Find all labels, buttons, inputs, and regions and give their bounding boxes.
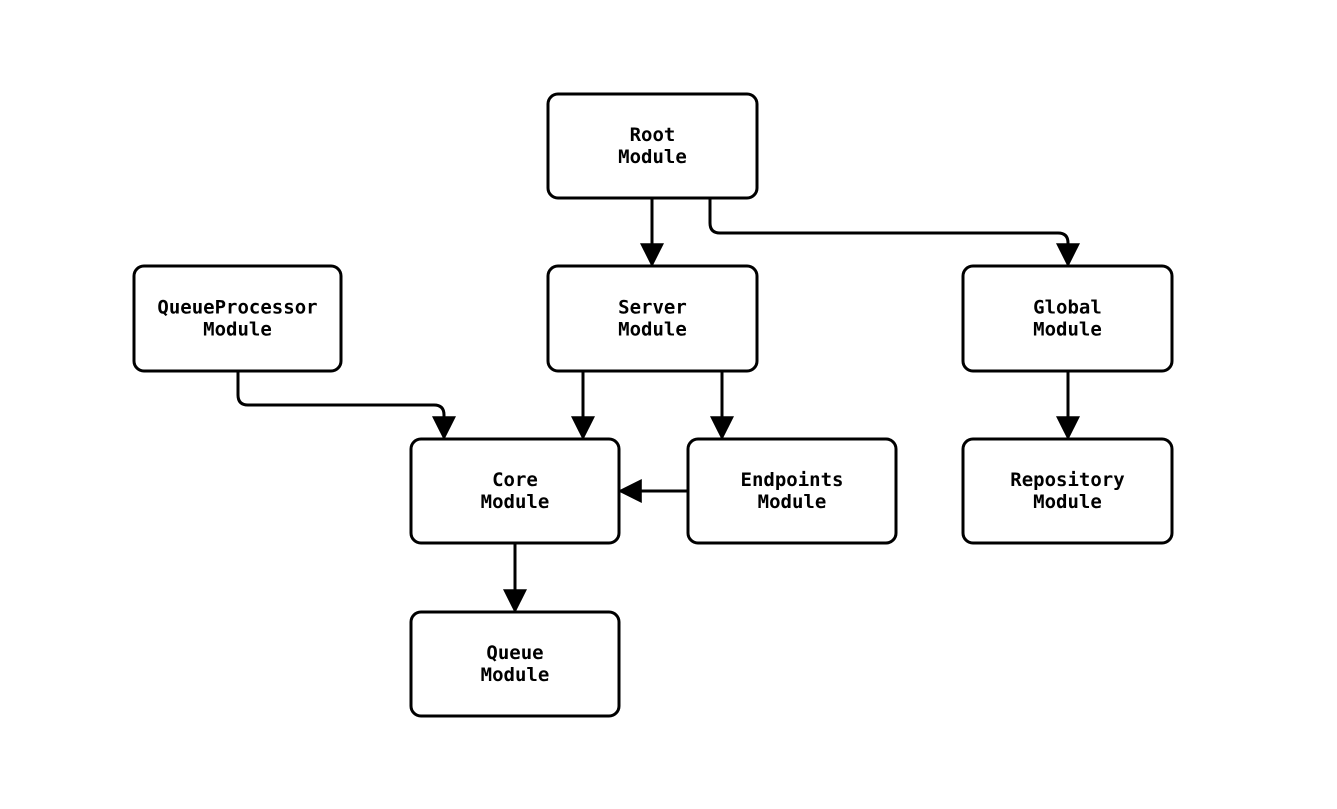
node-label-root-line2: Module: [618, 146, 687, 168]
nodes-layer: RootModuleQueueProcessorModuleServerModu…: [132, 92, 1174, 718]
node-box-queue: [409, 610, 621, 718]
node-label-core-line1: Core: [492, 469, 538, 491]
node-box-server: [546, 264, 759, 373]
node-label-core-line2: Module: [481, 491, 550, 513]
node-label-repository-line1: Repository: [1010, 469, 1124, 491]
node-label-global-line1: Global: [1033, 297, 1102, 319]
node-box-global: [961, 264, 1174, 373]
node-box-root: [546, 92, 759, 200]
node-label-server-line2: Module: [618, 319, 687, 341]
node-label-queueprocessor-line1: QueueProcessor: [157, 297, 317, 319]
node-box-endpoints: [686, 437, 898, 545]
node-box-repository: [961, 437, 1174, 545]
node-label-global-line2: Module: [1033, 319, 1102, 341]
edge-root-to-global: [708, 198, 1080, 268]
node-label-queueprocessor-line2: Module: [203, 319, 272, 341]
edge-queueprocessor-to-core: [236, 371, 456, 441]
node-box-queueprocessor: [132, 264, 343, 373]
node-box-core: [409, 437, 621, 545]
node-label-queue-line1: Queue: [486, 642, 543, 664]
node-label-root-line1: Root: [630, 124, 676, 146]
node-label-queue-line2: Module: [481, 664, 550, 686]
node-label-repository-line2: Module: [1033, 491, 1102, 513]
node-label-endpoints-line1: Endpoints: [741, 469, 844, 491]
node-label-server-line1: Server: [618, 297, 687, 319]
node-label-endpoints-line2: Module: [758, 491, 827, 513]
edges-layer: [236, 198, 1080, 614]
